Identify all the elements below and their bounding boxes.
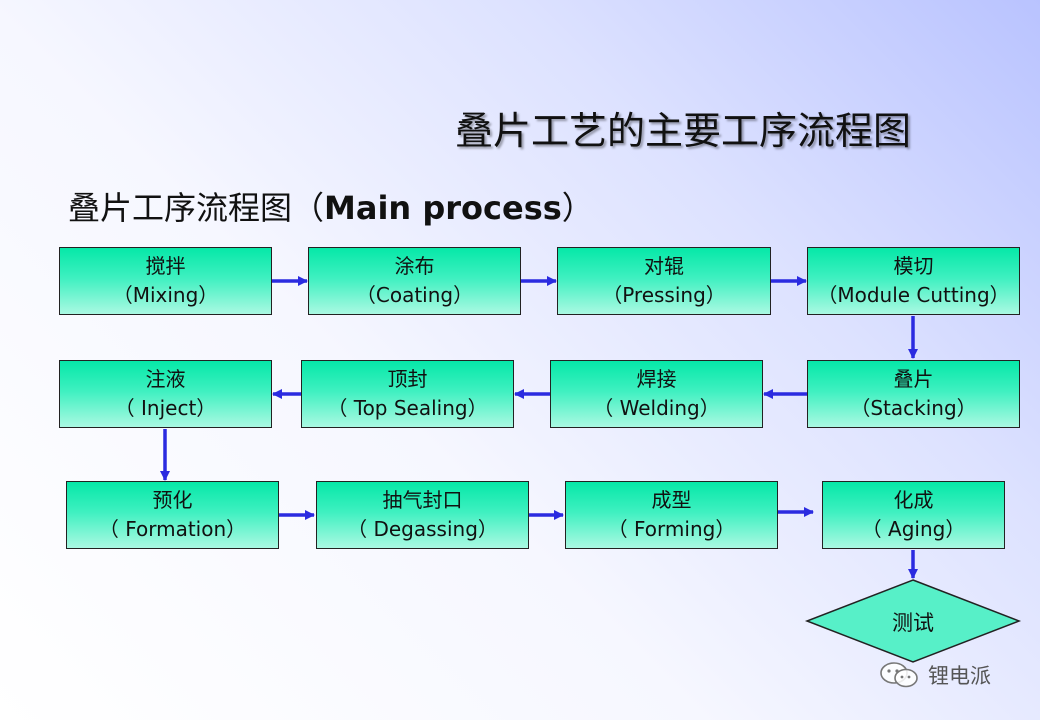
step-mixing: 搅拌 （Mixing）	[59, 247, 272, 315]
watermark: 锂电派	[878, 660, 1018, 690]
step-label-en: （Module Cutting）	[817, 283, 1010, 307]
step-label-zh: 化成	[893, 488, 934, 512]
test-diamond	[804, 579, 1022, 663]
step-label-en: （Stacking）	[850, 396, 977, 420]
step-label-en: （ Forming）	[607, 517, 736, 541]
watermark-text: 锂电派	[928, 664, 991, 688]
section-title-en: Main process	[324, 189, 562, 227]
page-title: 叠片工艺的主要工序流程图	[455, 109, 912, 153]
step-label-en: （ Aging）	[861, 517, 966, 541]
step-label-zh: 注液	[145, 367, 186, 391]
step-label-zh: 对辊	[644, 254, 684, 278]
step-formation: 预化 （ Formation）	[66, 481, 279, 549]
step-label-en: （ Formation）	[98, 517, 247, 541]
step-label-zh: 成型	[651, 488, 692, 512]
step-pressing: 对辊 （Pressing）	[557, 247, 771, 315]
step-coating: 涂布 （Coating）	[308, 247, 521, 315]
step-label-en: （ Welding）	[593, 396, 720, 420]
section-title: 叠片工序流程图（Main process）	[68, 183, 688, 229]
step-label-zh: 顶封	[387, 367, 428, 391]
step-label-en: （Pressing）	[602, 283, 726, 307]
step-label-zh: 焊接	[636, 367, 677, 391]
section-title-close: ）	[561, 189, 594, 227]
wechat-icon	[880, 662, 918, 688]
step-degassing: 抽气封口 （ Degassing）	[316, 481, 529, 549]
step-label-zh: 抽气封口	[382, 488, 463, 512]
step-aging: 化成 （ Aging）	[822, 481, 1005, 549]
step-label-zh: 叠片	[893, 367, 934, 391]
step-label-zh: 搅拌	[145, 254, 186, 278]
step-label-zh: 涂布	[394, 254, 435, 278]
test-diamond-label: 测试	[892, 611, 934, 635]
step-inject: 注液 （ Inject）	[59, 360, 272, 428]
step-module-cutting: 模切 （Module Cutting）	[807, 247, 1020, 315]
step-label-en: （ Degassing）	[347, 517, 498, 541]
step-label-zh: 模切	[893, 254, 934, 278]
step-label-en: （ Inject）	[114, 396, 217, 420]
step-forming: 成型 （ Forming）	[565, 481, 778, 549]
step-label-en: （Mixing）	[112, 283, 219, 307]
step-top-sealing: 顶封 （ Top Sealing）	[301, 360, 514, 428]
step-label-en: （Coating）	[355, 283, 474, 307]
step-welding: 焊接 （ Welding）	[550, 360, 763, 428]
step-label-zh: 预化	[152, 488, 193, 512]
section-title-zh: 叠片工序流程图（	[68, 189, 325, 227]
step-stacking: 叠片 （Stacking）	[807, 360, 1020, 428]
step-label-en: （ Top Sealing）	[327, 396, 488, 420]
